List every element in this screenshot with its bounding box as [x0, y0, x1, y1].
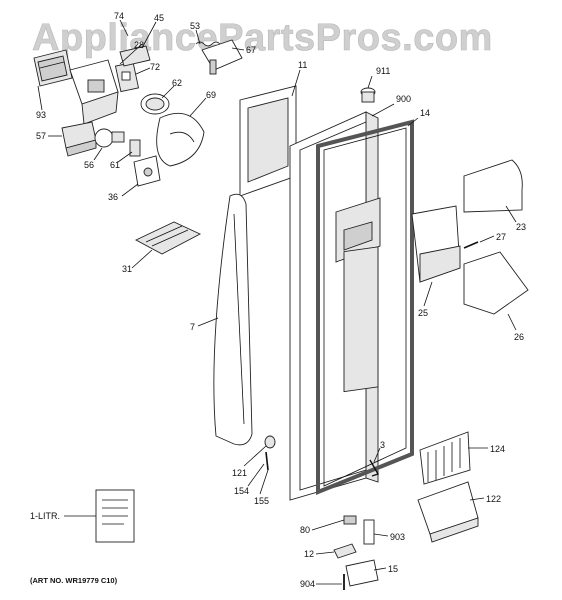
callout-56: 56 — [84, 160, 94, 170]
callout-61: 61 — [110, 160, 120, 170]
part-23-bin-cover[interactable] — [463, 159, 523, 213]
callout-74: 74 — [114, 11, 124, 21]
callout-903: 903 — [390, 532, 405, 542]
callout-14: 14 — [420, 108, 430, 118]
callout-904: 904 — [300, 579, 315, 589]
part-27-screw[interactable] — [463, 241, 479, 249]
part-93-control-panel[interactable] — [33, 49, 73, 87]
part-14-door-gasket[interactable] — [316, 119, 414, 495]
dispenser-recess — [335, 197, 381, 263]
callout-45: 45 — [154, 13, 164, 23]
callout-12: 12 — [304, 549, 314, 559]
callout-93: 93 — [36, 110, 46, 120]
part-28-housing[interactable] — [69, 59, 119, 125]
part-7-door-handle[interactable] — [213, 193, 253, 446]
part-69-auger-housing[interactable] — [156, 112, 205, 167]
callout-72: 72 — [150, 62, 160, 72]
callout-121: 121 — [232, 468, 247, 478]
callout-911: 911 — [376, 66, 390, 76]
part-36-motor[interactable] — [133, 155, 161, 187]
part-72-switch[interactable] — [114, 61, 140, 93]
callout-26: 26 — [514, 332, 524, 342]
callout-labels: 74 45 28 53 67 72 62 93 69 57 56 61 36 1… — [30, 11, 526, 589]
callout-67: 67 — [246, 45, 256, 55]
callout-25: 25 — [418, 308, 428, 318]
callout-154: 154 — [234, 486, 249, 496]
part-3-hinge-pin[interactable] — [369, 459, 380, 477]
callout-23: 23 — [516, 222, 526, 232]
part-53-spring[interactable] — [195, 41, 221, 47]
part-911-cap[interactable] — [360, 87, 376, 103]
part-124-rack[interactable] — [419, 431, 471, 485]
callout-80: 80 — [300, 525, 310, 535]
part-80-bushing[interactable] — [343, 515, 357, 525]
callout-124: 124 — [490, 444, 505, 454]
callout-15: 15 — [388, 564, 398, 574]
callout-27: 27 — [496, 232, 506, 242]
callout-11: 11 — [298, 60, 307, 70]
art-number: (ART NO. WR19779 C10) — [30, 576, 118, 585]
callout-62: 62 — [172, 78, 182, 88]
part-15-hinge-bracket[interactable] — [345, 559, 379, 587]
part-122-bin[interactable] — [417, 481, 479, 543]
part-31-trim[interactable] — [135, 221, 202, 255]
part-121-endcap[interactable] — [264, 435, 276, 449]
callout-28: 28 — [134, 40, 144, 50]
part-26-bin[interactable] — [463, 251, 529, 315]
callout-31: 31 — [122, 264, 132, 274]
part-62-gasket[interactable] — [140, 93, 170, 115]
part-61-clip[interactable] — [129, 139, 141, 157]
callout-53: 53 — [190, 21, 200, 31]
door-shelf-racks — [343, 246, 379, 393]
callout-3: 3 — [380, 440, 385, 450]
part-12-hinge[interactable] — [333, 543, 357, 559]
watermark: AppliancePartsPros.com — [32, 17, 493, 59]
callout-manual: 1-LITR. — [30, 511, 60, 521]
callout-36: 36 — [108, 192, 118, 202]
part-57-solenoid[interactable] — [61, 121, 97, 157]
callout-7: 7 — [190, 322, 195, 332]
leader-lines — [37, 19, 517, 585]
part-903-pin[interactable] — [363, 519, 375, 545]
part-154-screw[interactable] — [265, 451, 269, 471]
callout-57: 57 — [36, 131, 46, 141]
callout-69: 69 — [206, 90, 216, 100]
callout-155: 155 — [254, 496, 269, 506]
callout-122: 122 — [486, 494, 501, 504]
part-67-actuator[interactable] — [201, 39, 243, 75]
part-1-litr-manual[interactable] — [95, 489, 135, 543]
part-56-coupling[interactable] — [94, 128, 125, 148]
part-25-bin[interactable] — [411, 205, 461, 283]
part-11-chute-door[interactable] — [239, 85, 297, 197]
callout-900: 900 — [396, 94, 411, 104]
